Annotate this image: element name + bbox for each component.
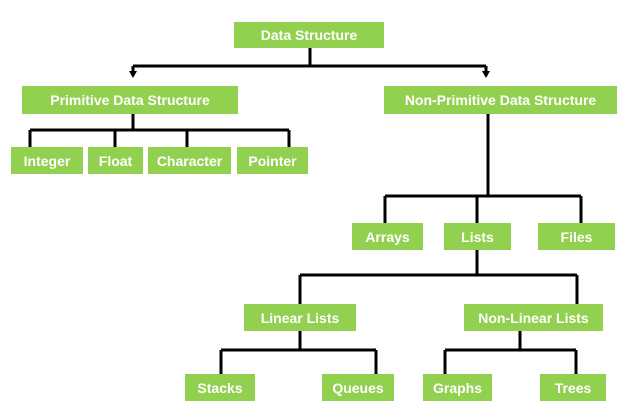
node-non-primitive-data-structure: Non-Primitive Data Structure	[384, 86, 617, 114]
connector-lists-children	[298, 250, 579, 304]
connector-linear-children	[219, 331, 378, 374]
node-arrays: Arrays	[352, 223, 423, 250]
node-graphs: Graphs	[423, 374, 492, 401]
node-primitive-data-structure: Primitive Data Structure	[22, 86, 238, 114]
connector-primitive-children	[28, 114, 291, 147]
arrowhead-primitive	[129, 71, 137, 78]
node-linear-lists: Linear Lists	[244, 304, 356, 331]
node-queues: Queues	[322, 374, 394, 401]
connector-non-primitive-children	[383, 114, 583, 223]
node-non-linear-lists: Non-Linear Lists	[464, 304, 603, 331]
node-integer: Integer	[11, 147, 83, 174]
node-stacks: Stacks	[185, 374, 255, 401]
node-data-structure: Data Structure	[234, 22, 384, 48]
arrowhead-non-primitive	[482, 71, 490, 78]
connector-root	[133, 48, 486, 68]
node-trees: Trees	[540, 374, 606, 401]
node-lists: Lists	[444, 223, 511, 250]
node-pointer: Pointer	[237, 147, 308, 174]
node-float: Float	[88, 147, 143, 174]
node-character: Character	[148, 147, 231, 174]
node-files: Files	[538, 223, 615, 250]
connector-non-linear-children	[443, 331, 578, 374]
